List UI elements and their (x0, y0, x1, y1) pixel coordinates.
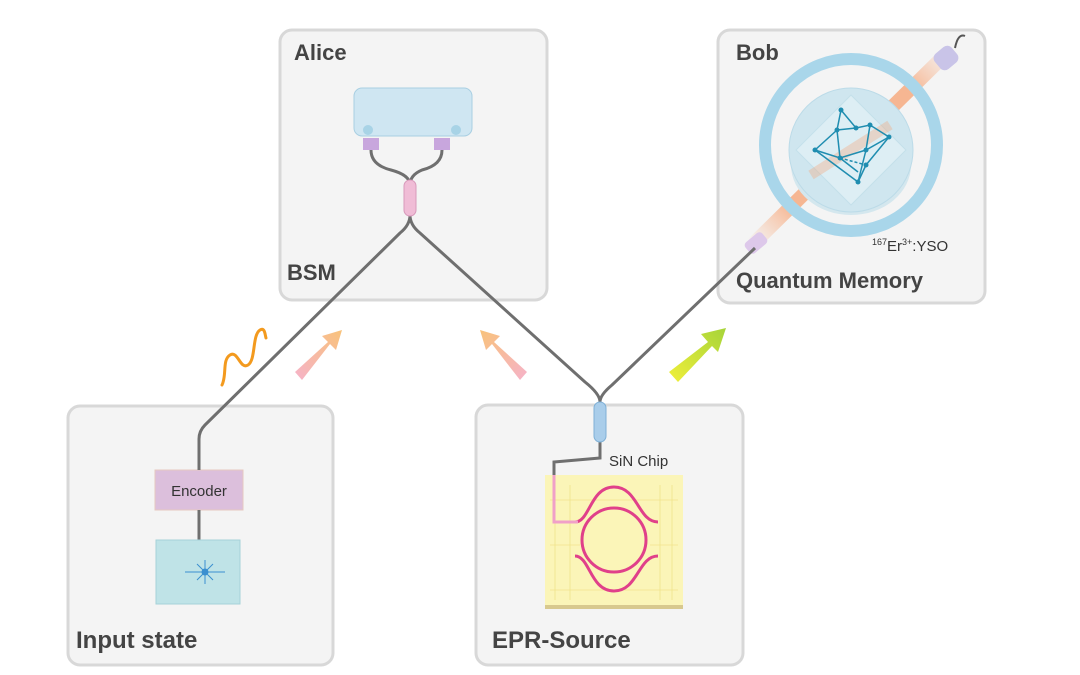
input-state-panel: Encoder Input state (66, 404, 335, 667)
beam-splitter-coupler (403, 179, 417, 217)
input-state-title: Input state (76, 627, 197, 654)
epr-fiber-coupler (593, 401, 607, 443)
sin-chip-label: SiN Chip (609, 453, 668, 470)
epr-source-title: EPR-Source (492, 627, 631, 654)
quantum-memory-cavity (744, 34, 966, 254)
detector-module (353, 87, 473, 150)
alice-title: Alice (294, 40, 347, 65)
quantum-memory-label: Quantum Memory (736, 268, 924, 293)
microring-resonator (574, 485, 659, 593)
encoder-label: Encoder (171, 483, 227, 500)
bob-title: Bob (736, 40, 779, 65)
collimator-top-icon (933, 34, 966, 71)
bsm-label: BSM (287, 260, 336, 285)
arrow-epr-to-bob (669, 328, 726, 382)
laser-burst-icon (185, 560, 225, 584)
collimator-bottom-icon (744, 232, 768, 254)
arrow-epr-to-alice (480, 330, 527, 380)
alice-panel: Alice BSM (278, 28, 549, 302)
crystal-lattice-icon (812, 107, 892, 185)
bob-panel: Bob (716, 28, 987, 305)
photon-wave-icon (220, 327, 268, 387)
arrow-input-to-alice (295, 330, 342, 380)
sin-chip (545, 475, 683, 609)
epr-source-panel: SiN Chip EPR-Source (474, 403, 745, 667)
laser-source (155, 539, 241, 605)
crystal-label: 167Er3+:YSO (872, 237, 948, 255)
